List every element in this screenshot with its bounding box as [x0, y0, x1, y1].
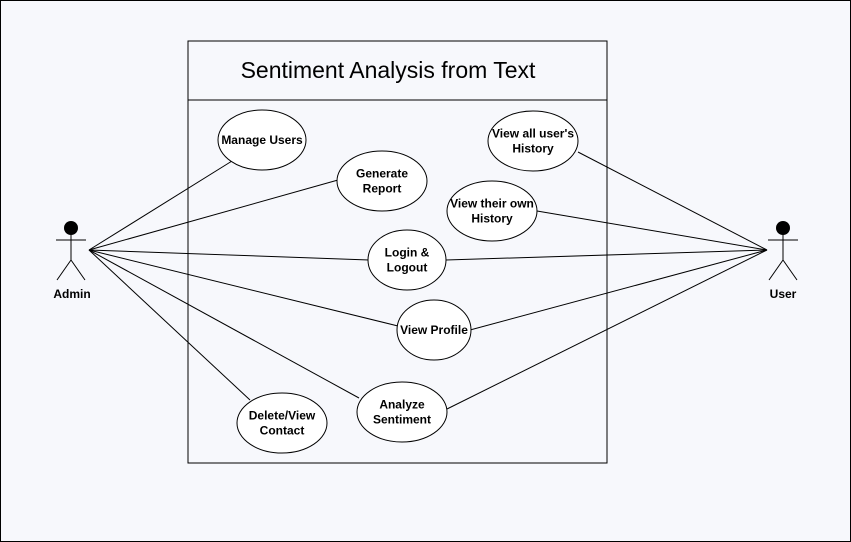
use-case-manage-users[interactable]: Manage Users: [217, 109, 307, 171]
use-case-label: History: [471, 212, 513, 226]
use-case-label: View their own: [450, 197, 534, 211]
admin-label: Admin: [53, 287, 90, 301]
association-user-view-profile: [469, 249, 768, 331]
association-admin-login-logout: [88, 249, 370, 261]
association-admin-analyze-sentiment: [88, 249, 360, 399]
association-user-view-own-history: [536, 210, 768, 251]
association-user-view-all-history: [577, 151, 768, 251]
use-case-ellipse: [446, 180, 538, 242]
association-admin-generate-report: [88, 179, 339, 251]
use-case-label: Contact: [260, 424, 305, 438]
use-case-ellipse: [336, 150, 428, 212]
use-case-ellipse: [217, 109, 307, 171]
use-case-view-profile[interactable]: View Profile: [396, 299, 472, 361]
admin-head: [64, 221, 78, 235]
user-left-leg: [768, 259, 784, 281]
actor-admin[interactable]: Admin: [53, 221, 91, 301]
association-admin-view-profile: [88, 249, 399, 327]
use-case-label: Generate: [356, 167, 408, 181]
use-case-label: Report: [363, 182, 402, 196]
admin-right-leg: [70, 259, 86, 281]
use-case-label: Login &: [385, 246, 430, 260]
use-case-label: Delete/View: [249, 409, 316, 423]
use-case-ellipse: [396, 299, 472, 361]
system-boundary: Sentiment Analysis from Text: [187, 40, 608, 464]
use-case-ellipse: [487, 110, 579, 172]
use-case-label: History: [512, 142, 554, 156]
user-head: [776, 221, 790, 235]
use-case-label: Analyze: [379, 398, 425, 412]
use-case-label: Manage Users: [221, 133, 303, 147]
actor-user[interactable]: User: [768, 221, 798, 301]
user-label: User: [770, 287, 797, 301]
use-case-login-logout[interactable]: Login &Logout: [367, 229, 447, 291]
admin-left-leg: [56, 259, 72, 281]
use-case-label: Sentiment: [373, 413, 431, 427]
use-case-ellipse: [236, 392, 328, 454]
use-case-label: View Profile: [400, 323, 468, 337]
system-title: Sentiment Analysis from Text: [241, 57, 536, 83]
use-case-ellipse: [367, 229, 447, 291]
association-admin-manage-users: [88, 160, 233, 251]
use-case-ellipse: [356, 381, 448, 443]
system-boundary-box: [187, 40, 608, 464]
association-admin-delete-view-contact: [88, 249, 251, 401]
use-case-label: Logout: [387, 261, 428, 275]
user-right-leg: [782, 259, 798, 281]
use-case-label: View all user's: [492, 127, 574, 141]
